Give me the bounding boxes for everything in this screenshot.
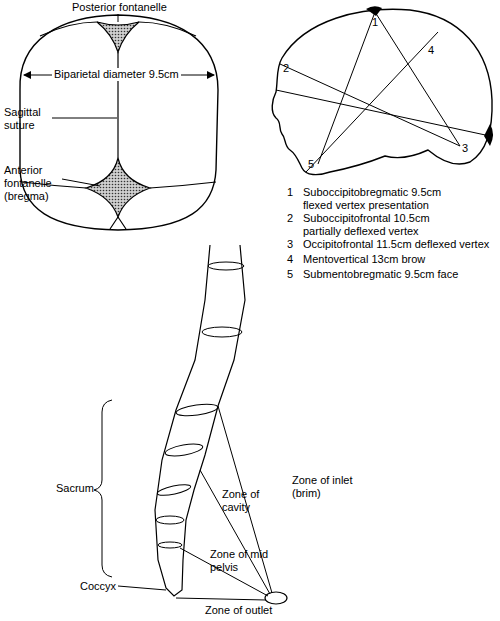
callout-number: 1 (372, 16, 378, 29)
spine-outline (155, 245, 245, 596)
part-label: Coccyx (80, 580, 116, 593)
part-label: Posterior fontanelle (72, 1, 167, 14)
posterior-fontanelle (97, 22, 139, 52)
zone-line (176, 598, 266, 600)
vertebra (202, 327, 242, 337)
callout-number: 5 (308, 158, 314, 171)
callout-number: 4 (287, 253, 293, 266)
skull-profile (272, 9, 492, 174)
pubic-symphysis (265, 592, 287, 604)
lambdoid-suture (40, 22, 97, 36)
diameter-line (276, 90, 490, 136)
coronal-suture (150, 182, 216, 188)
key-text: Submentobregmatic 9.5cm face (303, 268, 458, 281)
key-text: Suboccipitobregmatic 9.5cm flexed vertex… (303, 186, 468, 212)
zone-line (200, 470, 270, 594)
callout-number: 3 (462, 142, 468, 155)
leader-line (118, 14, 119, 22)
vertebra (158, 542, 182, 548)
skull-outline (20, 15, 218, 230)
frontal-suture (110, 217, 126, 229)
zone-label: Zone of mid pelvis (210, 548, 272, 574)
key-text: Suboccipitofrontal 10.5cm partially defl… (303, 212, 468, 238)
diameter-line (280, 64, 460, 146)
leader-line (118, 586, 166, 590)
anterior-fontanelle (86, 158, 150, 217)
vertebra (164, 442, 203, 458)
part-label: Anterior fontanelle (bregma) (4, 164, 62, 203)
callout-number: 4 (428, 44, 434, 57)
callout-number: 3 (287, 238, 293, 251)
diameter-line (306, 32, 438, 172)
vertebra (156, 516, 184, 524)
key-text: Occipitofrontal 11.5cm deflexed vertex (303, 238, 489, 251)
zone-label: Zone of cavity (222, 488, 270, 514)
callout-number: 5 (287, 268, 293, 281)
bracket (94, 400, 112, 577)
zone-label: Zone of inlet (brim) (292, 474, 364, 500)
callout-number: 2 (287, 212, 293, 225)
dimension-label: Biparietal diameter 9.5cm (52, 68, 181, 81)
key-text: Mentovertical 13cm brow (303, 253, 425, 266)
vertebra (176, 402, 219, 418)
vertebra (208, 262, 244, 270)
lambdoid-suture (139, 22, 196, 36)
callout-number: 1 (287, 186, 293, 199)
diameter-line (375, 12, 460, 146)
leader-line (62, 179, 100, 186)
diameter-line (318, 12, 375, 164)
part-label: Sagittal suture (4, 106, 52, 132)
vertebra (157, 483, 192, 498)
callout-number: 2 (283, 62, 289, 75)
zone-label: Zone of outlet (205, 604, 272, 617)
part-label: Sacrum (56, 482, 94, 495)
leader-line (52, 118, 117, 119)
